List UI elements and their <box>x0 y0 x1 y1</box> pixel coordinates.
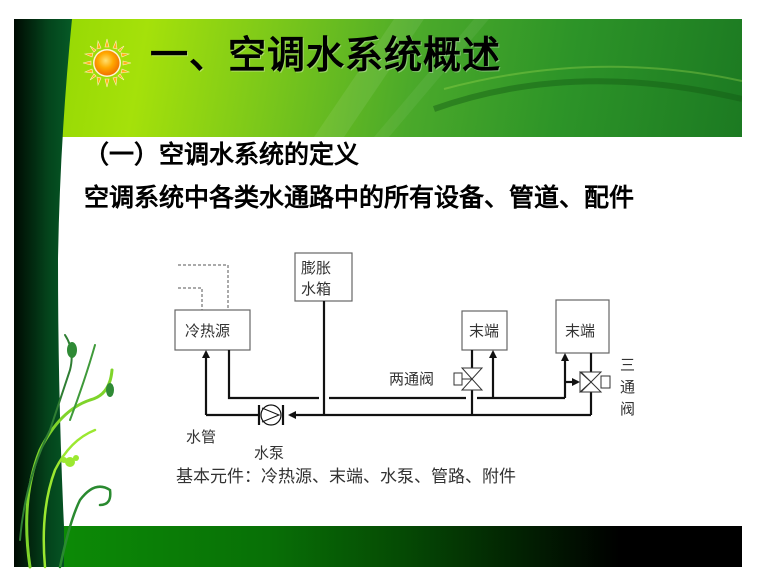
three-way-valve-icon <box>579 370 611 394</box>
bottom-bar <box>64 526 742 567</box>
basic-components-caption: 基本元件：冷热源、末端、水泵、管路、附件 <box>176 467 516 487</box>
definition-text: 空调系统中各类水通路中的所有设备、管道、配件 <box>84 183 635 212</box>
header-band <box>14 19 742 137</box>
heat-source-box <box>174 309 251 351</box>
two-way-valve-icon <box>453 367 484 391</box>
two-way-valve-label: 两通阀 <box>389 370 434 388</box>
terminal-1-label: 末端 <box>469 322 499 340</box>
terminal-box-1 <box>461 310 508 351</box>
sun-icon <box>82 38 132 88</box>
terminal-2-label: 末端 <box>565 322 595 340</box>
pump-label: 水泵 <box>254 444 284 462</box>
three-way-valve-label-3: 阀 <box>620 400 635 418</box>
heat-source-label: 冷热源 <box>185 322 230 340</box>
three-way-valve-label-1: 三 <box>620 356 635 374</box>
three-way-valve-label-2: 通 <box>620 378 635 396</box>
control-dashed-lines <box>178 264 229 310</box>
expansion-tank-label-1: 膨胀 <box>301 259 331 277</box>
header-swoosh-decoration <box>314 19 742 137</box>
pipes <box>202 301 593 419</box>
pump-icon <box>257 404 285 426</box>
expansion-tank-label-2: 水箱 <box>301 280 331 298</box>
section-subtitle: （一）空调水系统的定义 <box>84 140 360 169</box>
terminal-box-2 <box>555 299 610 354</box>
water-pipe-label: 水管 <box>186 428 216 446</box>
slide-title: 一、空调水系统概述 <box>150 33 502 77</box>
